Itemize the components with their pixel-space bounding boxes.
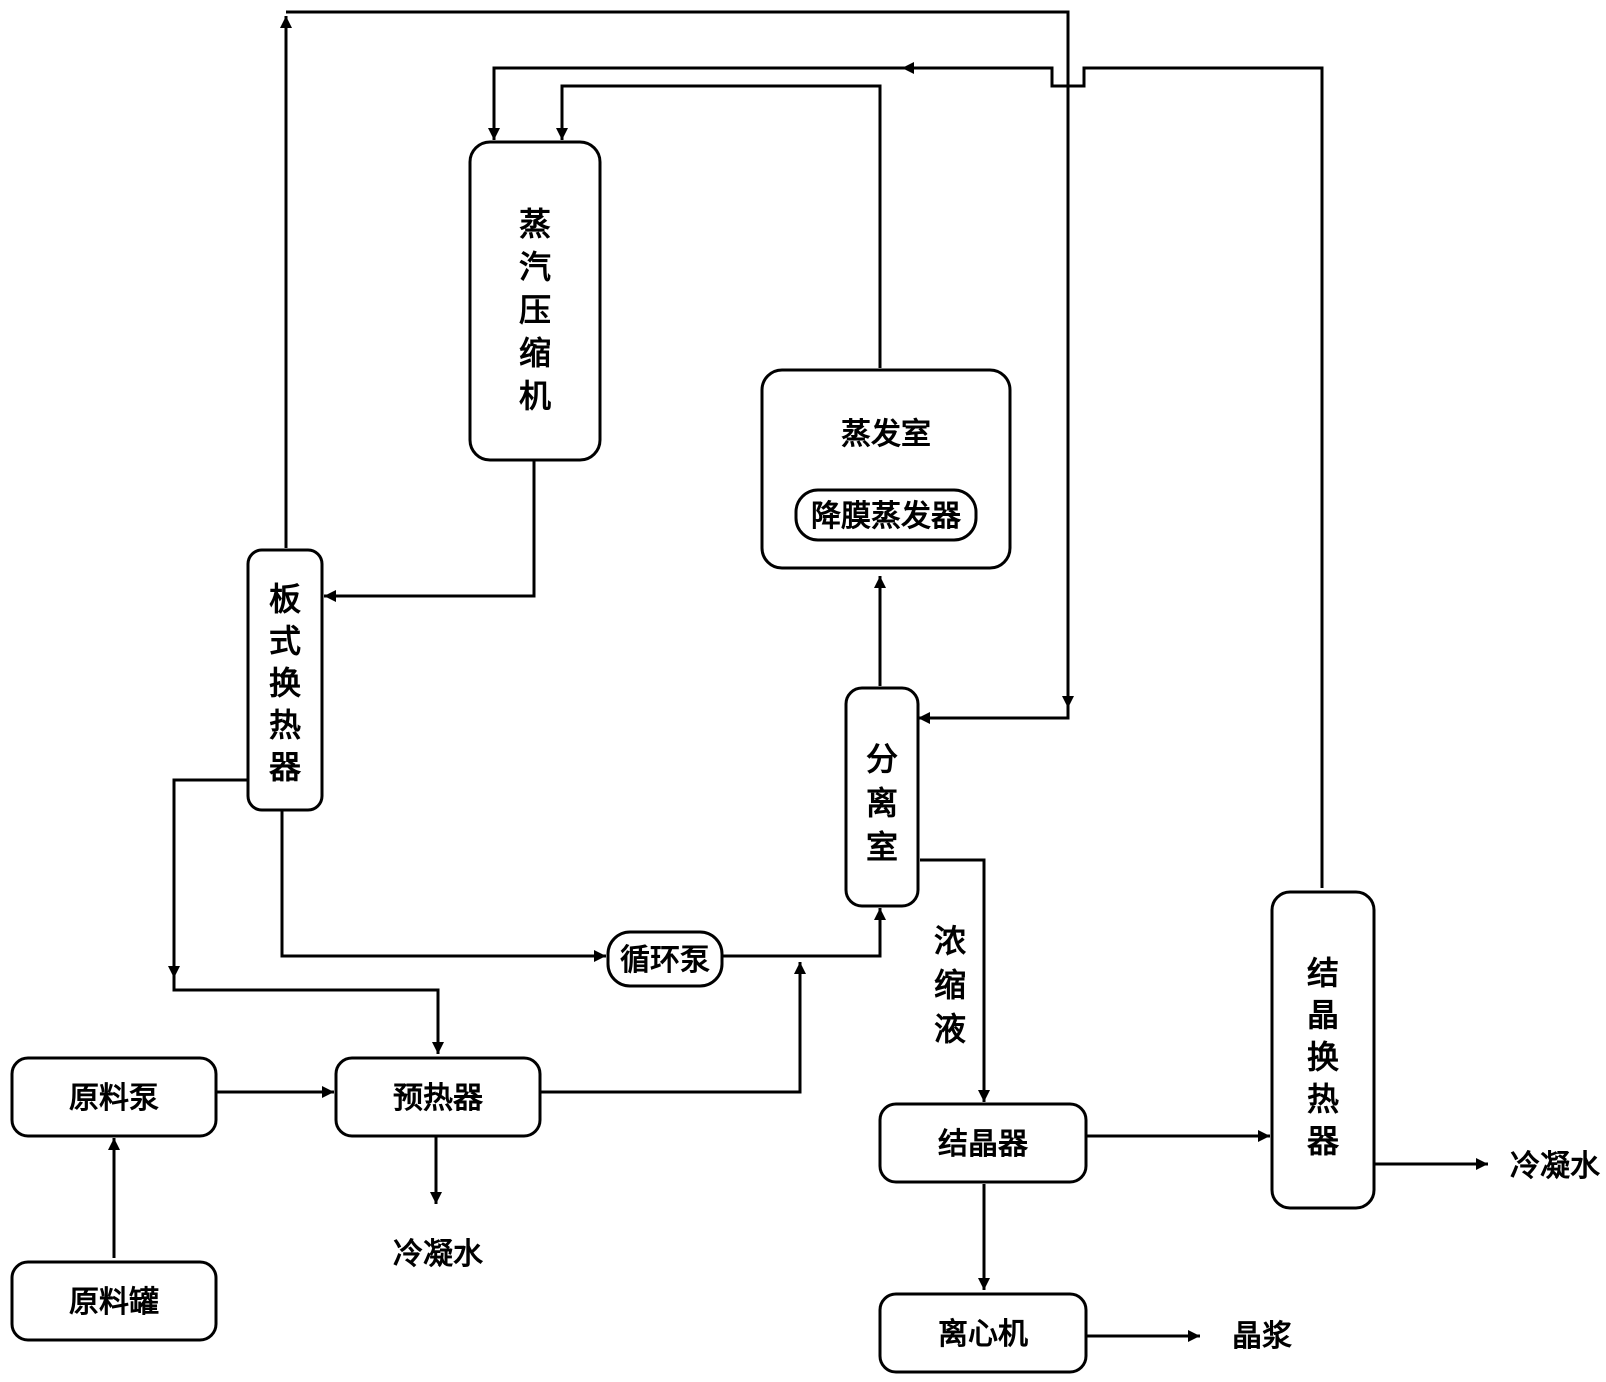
cryst-hx-label-2: 晶	[1307, 996, 1339, 1034]
pipe-preheater-to-junction	[540, 962, 806, 1094]
plate-heat-exchanger: 板 式 换 热 器	[246, 548, 324, 812]
plate-hx-label-4: 热	[269, 706, 301, 744]
circulation-pump: 循环泵	[606, 930, 724, 988]
condensate-label-preheater: 冷凝水	[393, 1237, 484, 1272]
condensate-label-cryst-hx: 冷凝水	[1510, 1149, 1601, 1184]
crystallizer: 结晶器	[878, 1102, 1088, 1184]
pipe-plate-hx-to-circ-pump	[280, 810, 606, 962]
pipe-cryst-hx-to-compressor	[488, 66, 1324, 888]
pipe-separator-to-crystallizer	[920, 858, 990, 1102]
separator-label-3: 室	[866, 828, 898, 866]
falling-film-evaporator	[794, 488, 978, 542]
cryst-hx-label-1: 结	[1307, 954, 1339, 992]
separation-room: 分 离 室	[844, 686, 920, 908]
evap-room-label: 蒸发室	[841, 417, 931, 452]
separator-label-2: 离	[866, 784, 898, 822]
cryst-hx-label-5: 器	[1306, 1122, 1340, 1160]
compressor-label-2: 汽	[519, 248, 551, 286]
plate-hx-label-2: 式	[269, 622, 301, 660]
centrifuge: 离心机	[878, 1292, 1088, 1374]
concentrate-label: 浓 缩 液	[934, 922, 967, 1048]
compressor-unit: 蒸 汽 压 缩 机	[468, 140, 602, 462]
feed-tank-label: 原料罐	[69, 1285, 159, 1320]
slurry-label: 晶浆	[1232, 1319, 1292, 1354]
crystallizer-label: 结晶器	[938, 1127, 1029, 1162]
circ-pump-label: 循环泵	[620, 943, 710, 978]
plate-hx-label-3: 换	[269, 664, 301, 702]
concentrate-label-2: 缩	[934, 966, 966, 1004]
compressor-label-1: 蒸	[519, 205, 551, 243]
falling-film-label: 降膜蒸发器	[811, 499, 962, 534]
pipe-compressor-to-plate-hx	[324, 460, 536, 602]
pipe-top-return-to-separator	[286, 10, 1070, 724]
compressor-label-5: 机	[519, 377, 551, 415]
pipe-circ-pump-to-separator	[722, 908, 886, 958]
crystallization-heat-exchanger: 结 晶 换 热 器	[1270, 890, 1376, 1210]
evaporation-room: 蒸发室 降膜蒸发器	[760, 368, 1012, 570]
feed-pump-label: 原料泵	[69, 1081, 159, 1116]
separator-label-1: 分	[866, 740, 898, 778]
compressor-label-3: 压	[519, 291, 551, 329]
feed-tank: 原料罐	[10, 1260, 218, 1342]
preheater: 预热器	[334, 1056, 542, 1138]
cryst-hx-label-3: 换	[1307, 1038, 1339, 1076]
pipe-evap-to-compressor	[556, 84, 882, 368]
plate-hx-label-5: 器	[268, 748, 302, 786]
feed-pump: 原料泵	[10, 1056, 218, 1138]
concentrate-label-1: 浓	[934, 922, 967, 960]
plate-hx-label-1: 板	[269, 580, 301, 618]
pipe-plate-hx-to-preheater	[172, 778, 444, 1054]
centrifuge-label: 离心机	[938, 1317, 1028, 1352]
cryst-hx-label-4: 热	[1307, 1080, 1339, 1118]
compressor-label-4: 缩	[519, 334, 551, 372]
preheater-label: 预热器	[393, 1081, 484, 1116]
concentrate-label-3: 液	[934, 1010, 966, 1048]
